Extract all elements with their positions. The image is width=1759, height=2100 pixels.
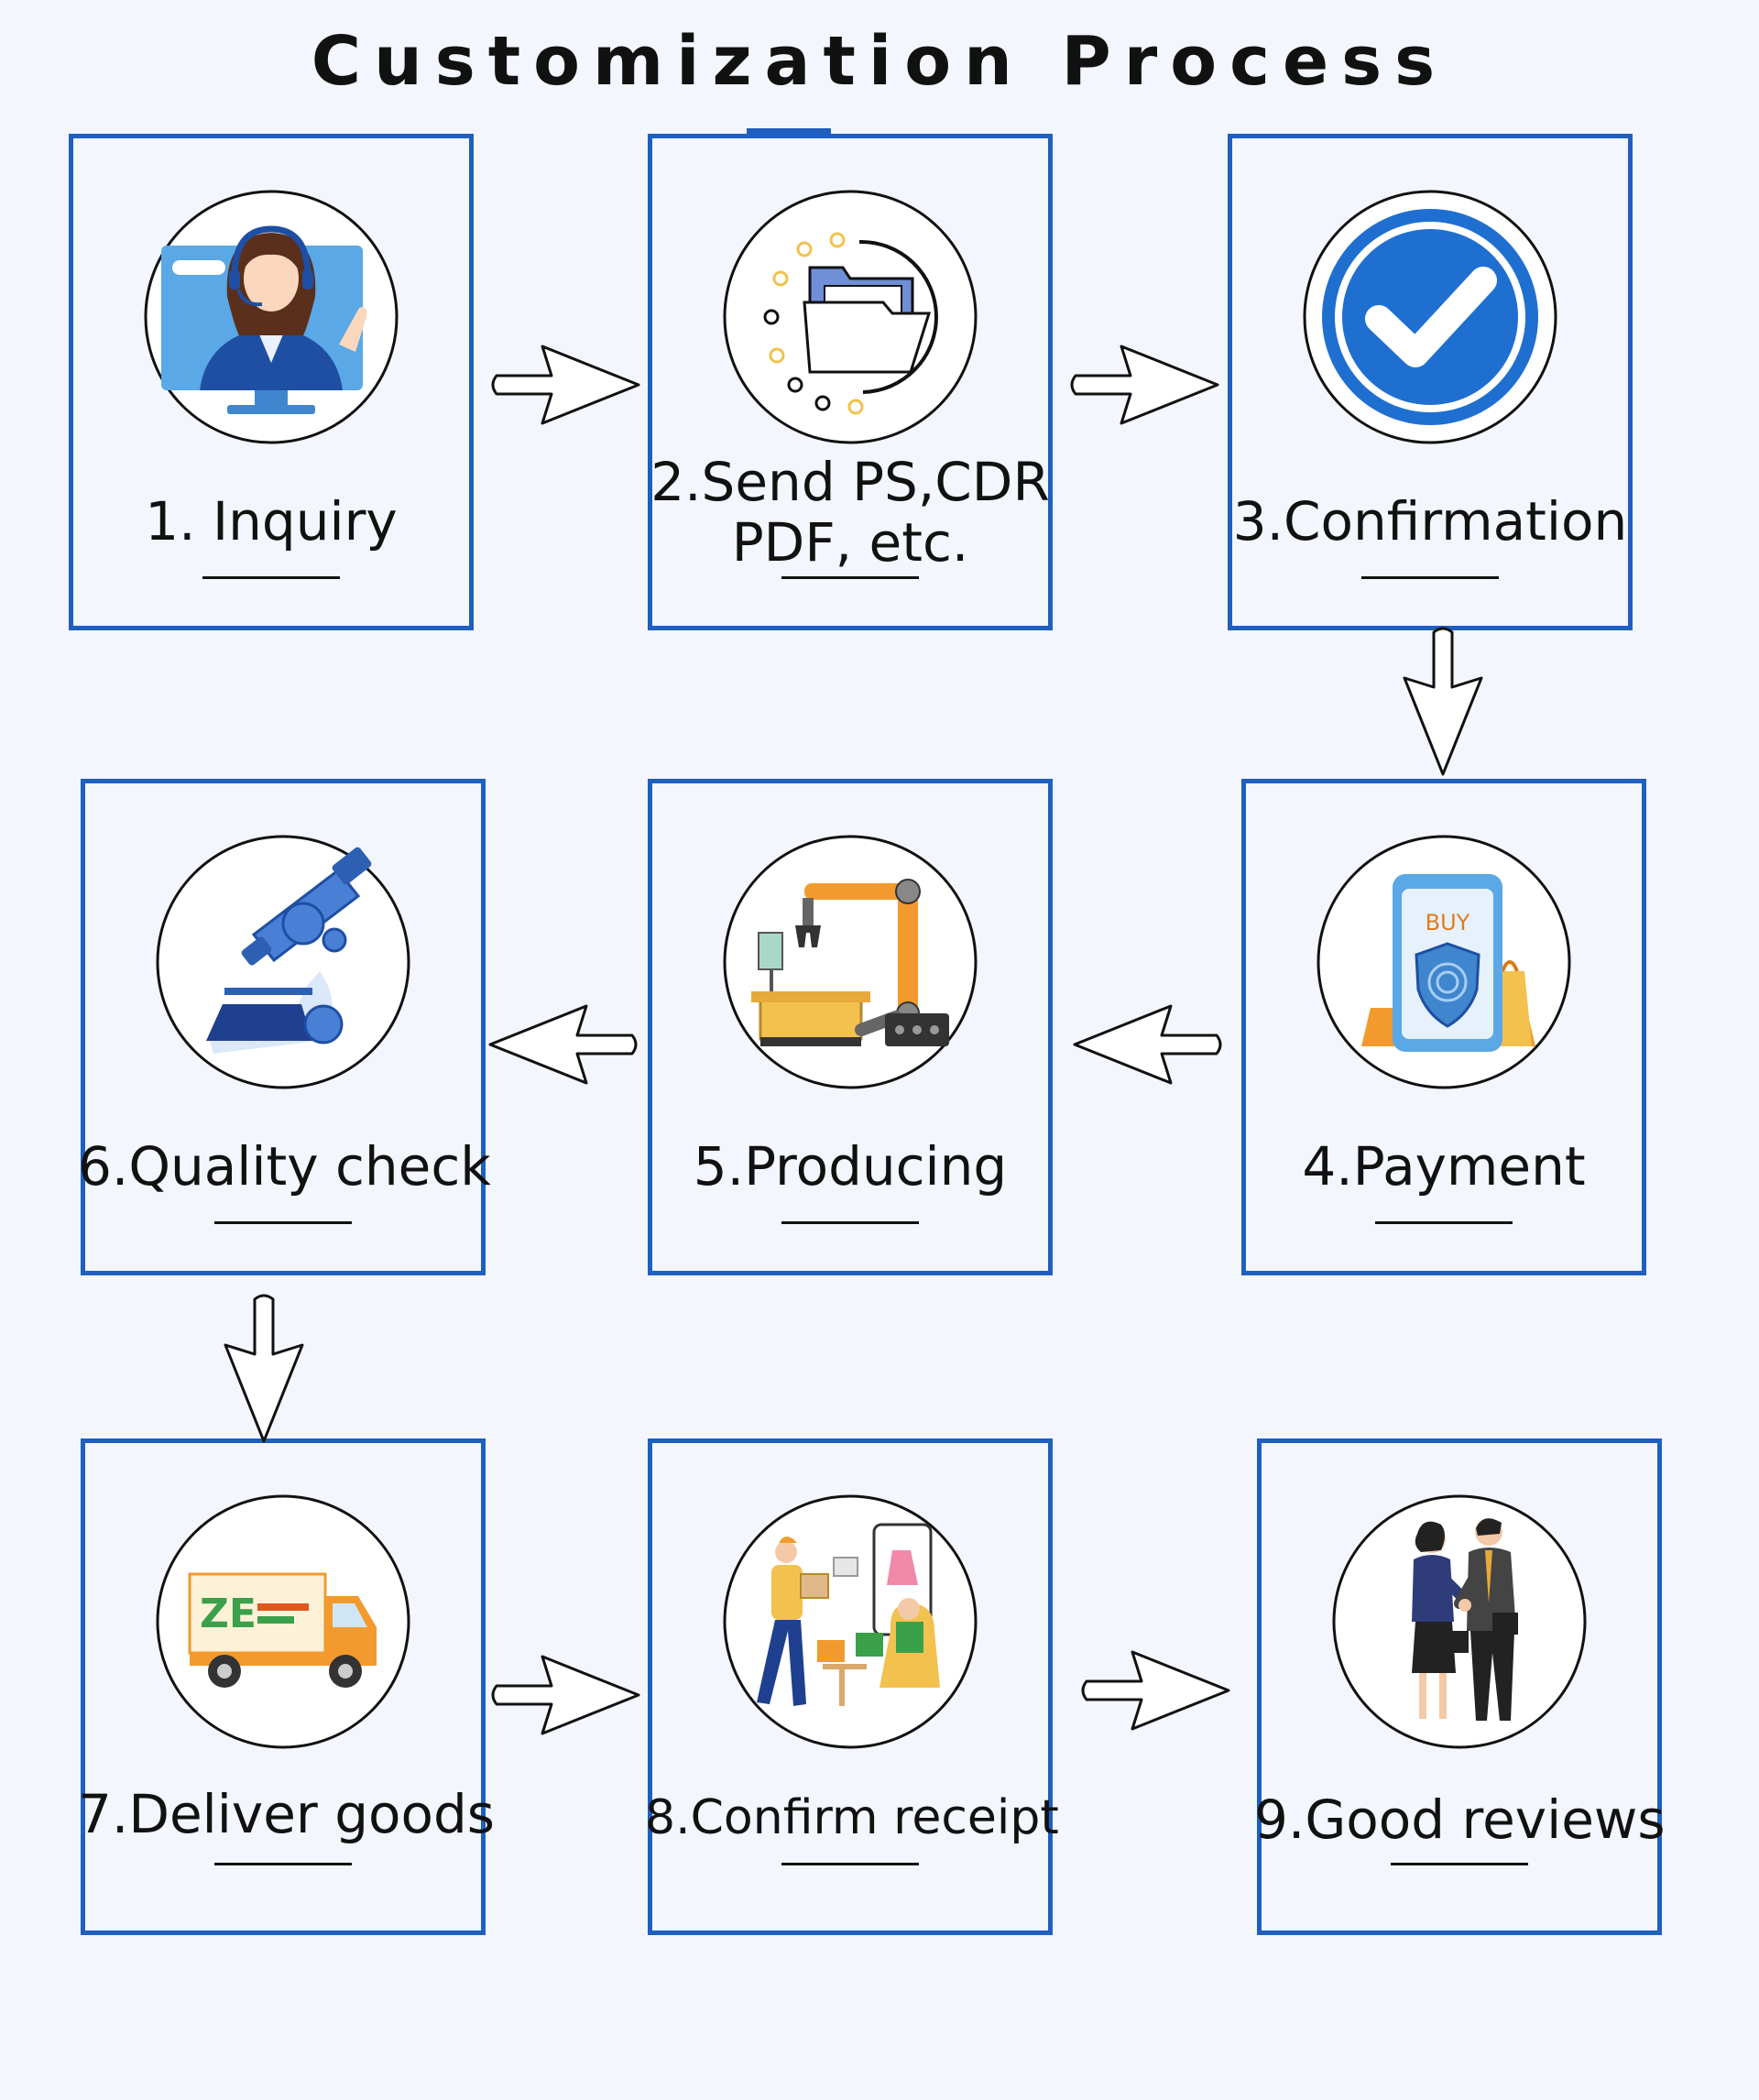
buy-phone-icon: BUY xyxy=(1317,835,1571,1089)
arrow-left-icon xyxy=(1073,1004,1222,1085)
delivery-truck-icon: ZE xyxy=(156,1494,410,1749)
step-underline xyxy=(1391,1863,1528,1865)
step-3-confirmation: 3.Confirmation xyxy=(1228,134,1633,630)
step-4-payment: BUY 4.Payment xyxy=(1241,779,1646,1275)
step-underline xyxy=(214,1863,352,1865)
page-title: Customization Process xyxy=(311,22,1448,101)
step-2-send-files: 2.Send PS,CDR PDF, etc. xyxy=(648,134,1053,630)
microscope-icon xyxy=(156,835,410,1089)
step-underline xyxy=(1361,576,1499,579)
step-label: 9.Good reviews xyxy=(1254,1788,1666,1851)
step-9-good-reviews: 9.Good reviews xyxy=(1254,1438,1666,1935)
arrow-right-icon xyxy=(1081,1650,1230,1731)
step-7-deliver-goods: ZE 7.Deliver goods xyxy=(78,1438,496,1935)
checkmark-icon xyxy=(1303,190,1557,444)
arrow-down-icon xyxy=(1403,627,1483,776)
step-label: 2.Send PS,CDR PDF, etc. xyxy=(650,451,1050,574)
step-underline xyxy=(1375,1221,1513,1224)
handshake-icon xyxy=(1332,1494,1587,1749)
shopping-receipt-icon xyxy=(723,1494,978,1749)
step-label: 3.Confirmation xyxy=(1232,490,1628,552)
step-8-confirm-receipt: 8.Confirm receipt xyxy=(645,1438,1059,1935)
step-label: 5.Producing xyxy=(693,1135,1008,1198)
step-label: 4.Payment xyxy=(1302,1135,1586,1198)
step-underline xyxy=(781,1221,919,1224)
buy-text: BUY xyxy=(1426,910,1470,935)
step-underline xyxy=(781,1863,919,1865)
arrow-down-icon xyxy=(224,1294,304,1443)
truck-logo-text: ZE xyxy=(200,1591,257,1637)
step-label: 6.Quality check xyxy=(78,1135,491,1198)
step-underline xyxy=(781,576,919,579)
step-underline xyxy=(202,576,340,579)
robot-arm-icon xyxy=(723,835,978,1089)
customer-service-icon xyxy=(144,190,399,444)
step-1-inquiry: 1. Inquiry xyxy=(69,134,474,630)
arrow-right-icon xyxy=(1070,345,1219,425)
folder-icon xyxy=(723,190,978,444)
arrow-right-icon xyxy=(491,345,640,425)
title-accent-bar xyxy=(747,128,831,136)
arrow-left-icon xyxy=(488,1004,638,1085)
step-label: 1. Inquiry xyxy=(145,490,398,552)
arrow-right-icon xyxy=(491,1655,640,1735)
step-5-producing: 5.Producing xyxy=(648,779,1053,1275)
step-6-quality-check: 6.Quality check xyxy=(78,779,491,1275)
step-label: 7.Deliver goods xyxy=(78,1783,496,1845)
step-underline xyxy=(214,1221,352,1224)
step-label: 8.Confirm receipt xyxy=(645,1790,1059,1845)
